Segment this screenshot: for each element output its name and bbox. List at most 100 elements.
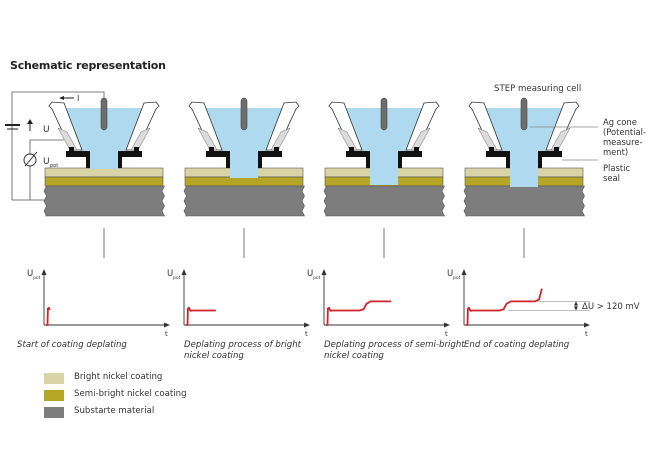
y-axis-label: U bbox=[307, 269, 313, 279]
substrate-layer bbox=[323, 185, 445, 217]
ag-cone-label-line: (Potential- bbox=[603, 127, 646, 137]
substrate-layer bbox=[463, 185, 585, 217]
caption-end: End of coating deplating bbox=[464, 340, 569, 351]
cone-wall-right bbox=[265, 101, 300, 151]
callout-lines bbox=[530, 126, 598, 161]
legend-label: Semi-bright nickel coating bbox=[74, 389, 187, 399]
ag-electrode bbox=[520, 97, 528, 131]
caption-line: End of coating deplating bbox=[464, 340, 570, 350]
cone-wall-left bbox=[468, 101, 503, 151]
y-axis-arrow bbox=[461, 269, 467, 275]
seal-tab bbox=[489, 147, 494, 152]
plastic-seal-right bbox=[118, 151, 142, 168]
figure-title: Schematic representation bbox=[10, 59, 166, 72]
ag-cone-label-line: ment) bbox=[603, 147, 629, 157]
cone-wall-right bbox=[545, 101, 580, 151]
x-axis-arrow bbox=[164, 322, 170, 328]
upot-curve bbox=[186, 306, 216, 326]
caption-line: Start of coating deplating bbox=[17, 340, 127, 350]
electrolyte bbox=[482, 108, 566, 187]
seal-tab bbox=[274, 147, 279, 152]
upot-curve bbox=[46, 306, 51, 326]
caption-line: nickel coating bbox=[184, 351, 244, 361]
legend-swatch bbox=[44, 407, 64, 418]
caption-semi: Deplating process of semi-bright nickel … bbox=[324, 340, 465, 362]
ag-electrode bbox=[380, 97, 388, 131]
y-axis-label: U bbox=[167, 269, 173, 279]
plastic-seal-left bbox=[206, 151, 230, 168]
ag-electrode bbox=[100, 97, 108, 131]
plastic-seal-label: Plastic seal bbox=[603, 163, 630, 183]
upot-curve bbox=[466, 288, 543, 326]
semi-bright-nickel-layer bbox=[44, 176, 164, 187]
substrate-layer bbox=[43, 185, 165, 217]
current-label: I bbox=[77, 94, 79, 103]
seal-tab bbox=[69, 147, 74, 152]
plastic-seal-right bbox=[538, 151, 562, 168]
voltage-arrow-head bbox=[27, 119, 33, 124]
step-measuring-cell-label: STEP measuring cell bbox=[494, 84, 582, 94]
y-axis-arrow bbox=[41, 269, 47, 275]
plastic-seal-left bbox=[66, 151, 90, 168]
plastic-seal-label-line: seal bbox=[603, 173, 620, 183]
current-arrow-head bbox=[59, 96, 64, 100]
y-axis-label-sub: pot bbox=[453, 275, 461, 281]
x-axis-label: t bbox=[585, 330, 588, 338]
ag-electrode bbox=[240, 97, 248, 131]
y-axis-label-sub: pot bbox=[313, 275, 321, 281]
x-axis-arrow bbox=[444, 322, 450, 328]
y-axis-label-sub: pot bbox=[173, 275, 181, 281]
delta-u-arrow-head bbox=[574, 306, 578, 311]
measuring-cell-bright bbox=[183, 97, 305, 258]
cone-wall-left bbox=[188, 101, 223, 151]
caption-line: Deplating process of semi-bright bbox=[324, 340, 465, 350]
electrolyte bbox=[202, 108, 286, 178]
x-axis-arrow bbox=[304, 322, 310, 328]
y-axis-arrow bbox=[181, 269, 187, 275]
y-axis-arrow bbox=[321, 269, 327, 275]
cone-wall-left bbox=[48, 101, 83, 151]
measuring-cell-start bbox=[43, 97, 165, 258]
seal-tab bbox=[349, 147, 354, 152]
potential-label: U bbox=[43, 157, 50, 167]
caption-line: Deplating process of bright bbox=[184, 340, 302, 350]
legend-swatch bbox=[44, 390, 64, 401]
seal-tab bbox=[554, 147, 559, 152]
plastic-seal-right bbox=[398, 151, 422, 168]
voltmeter-needle bbox=[24, 151, 38, 167]
cone-wall-left bbox=[328, 101, 363, 151]
x-axis-label: t bbox=[445, 330, 448, 338]
ag-cone-label-line: Ag cone bbox=[603, 117, 637, 127]
measuring-cell-semi bbox=[323, 97, 445, 258]
plastic-seal-left bbox=[486, 151, 510, 168]
measuring-cell-end bbox=[463, 97, 585, 258]
legend-label: Substarte material bbox=[74, 406, 155, 416]
caption-start: Start of coating deplating bbox=[17, 340, 127, 351]
plastic-seal-right bbox=[258, 151, 282, 168]
cone-wall-right bbox=[125, 101, 160, 151]
potential-wire bbox=[29, 139, 64, 200]
bright-nickel-layer bbox=[44, 167, 164, 178]
x-axis-label: t bbox=[305, 330, 308, 338]
seal-tab bbox=[134, 147, 139, 152]
y-axis-label: U bbox=[27, 269, 33, 279]
cone-wall-right bbox=[405, 101, 440, 151]
voltage-label: U bbox=[43, 125, 50, 135]
plastic-seal-left bbox=[346, 151, 370, 168]
plastic-seal-label-line: Plastic bbox=[603, 163, 631, 173]
seal-tab bbox=[209, 147, 214, 152]
seal-tab bbox=[414, 147, 419, 152]
caption-bright: Deplating process of bright nickel coati… bbox=[184, 340, 301, 362]
caption-line: nickel coating bbox=[324, 351, 384, 361]
delta-u-arrow-head bbox=[574, 301, 578, 306]
substrate-layer bbox=[183, 185, 305, 217]
legend-swatch bbox=[44, 373, 64, 384]
upot-curve bbox=[326, 300, 392, 326]
